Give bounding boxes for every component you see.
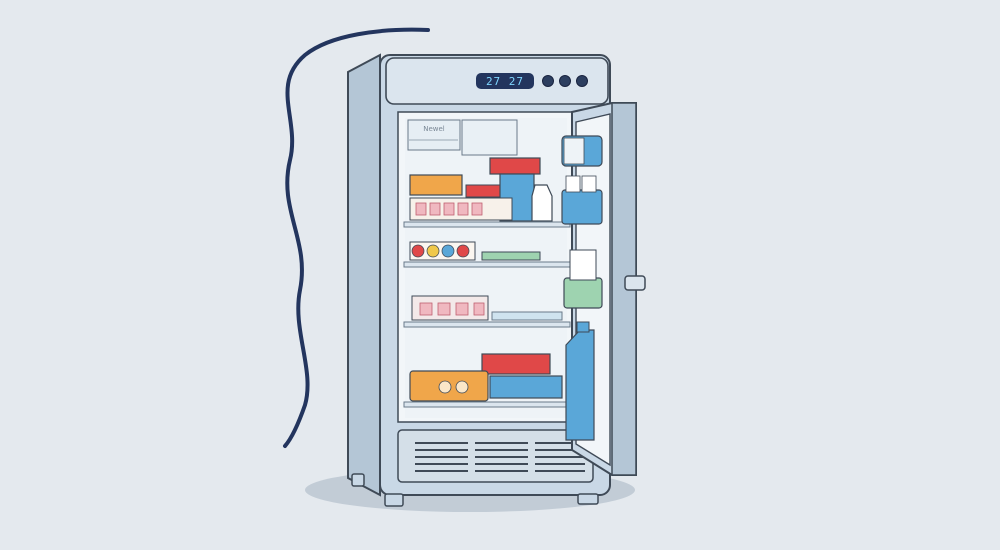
shelf-2-items [409, 241, 541, 261]
knob-icon[interactable] [542, 75, 554, 87]
red-box-small [465, 184, 503, 198]
door-jug [565, 329, 595, 441]
shelf-3 [403, 321, 571, 328]
fridge-interior: Newel [397, 111, 574, 423]
shelf-3-items [411, 295, 563, 321]
green-container [481, 251, 541, 261]
fridge-door[interactable] [561, 102, 646, 476]
bottom-items [409, 353, 563, 402]
control-knobs[interactable] [542, 75, 588, 87]
bottom-vent [397, 429, 594, 483]
fridge-feet [351, 473, 599, 507]
orange-box [409, 174, 463, 196]
milk-bottle [531, 184, 553, 222]
door-shelf-items [561, 135, 603, 441]
door-bin-blue [561, 189, 603, 225]
shelf-2 [403, 261, 571, 268]
door-bin-green [563, 277, 603, 309]
shelf-1-items [409, 157, 553, 222]
inner-brand-label: Newel [423, 125, 445, 133]
shelf-bottom [403, 401, 571, 408]
knob-icon[interactable] [559, 75, 571, 87]
display-readout: 27 27 [486, 75, 524, 88]
freezer-compartment [407, 119, 461, 151]
red-box [489, 157, 541, 175]
red-box-bottom [481, 353, 551, 375]
shelf-1 [403, 221, 571, 228]
power-cord [283, 27, 430, 448]
blue-tray [489, 375, 563, 399]
knob-icon[interactable] [576, 75, 588, 87]
temperature-display [476, 73, 534, 89]
door-handle[interactable] [624, 275, 646, 291]
